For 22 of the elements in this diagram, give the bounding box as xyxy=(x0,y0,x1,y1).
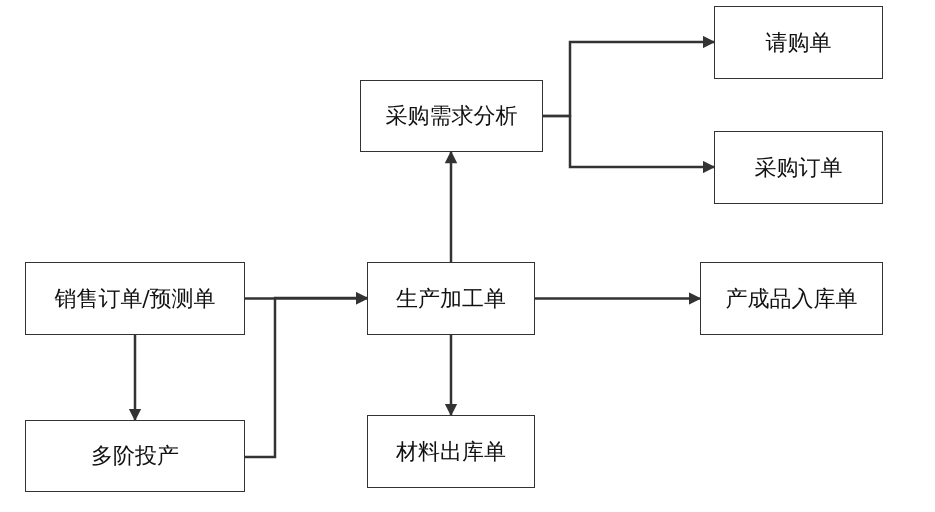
process-box xyxy=(360,80,543,152)
box-label: 生产加工单 xyxy=(396,286,506,314)
process-box xyxy=(25,262,245,335)
arrow xyxy=(128,335,142,422)
process-box xyxy=(714,131,883,204)
box-label: 产成品入库单 xyxy=(726,286,858,314)
box-label: 采购需求分析 xyxy=(386,103,518,131)
arrow xyxy=(245,292,368,458)
box-label: 材料出库单 xyxy=(396,438,506,466)
box-label: 销售订单/预测单 xyxy=(54,286,216,314)
box-label: 请购单 xyxy=(766,30,832,58)
process-box xyxy=(25,420,245,492)
arrow xyxy=(535,292,702,305)
process-box xyxy=(367,262,535,335)
box-label: 采购订单 xyxy=(754,154,842,182)
arrow xyxy=(444,150,458,262)
arrow xyxy=(543,114,716,174)
box-label: 多阶投产 xyxy=(91,443,179,471)
process-box xyxy=(700,262,883,335)
arrow xyxy=(444,335,458,416)
process-box xyxy=(714,6,883,79)
process-box xyxy=(367,415,535,488)
